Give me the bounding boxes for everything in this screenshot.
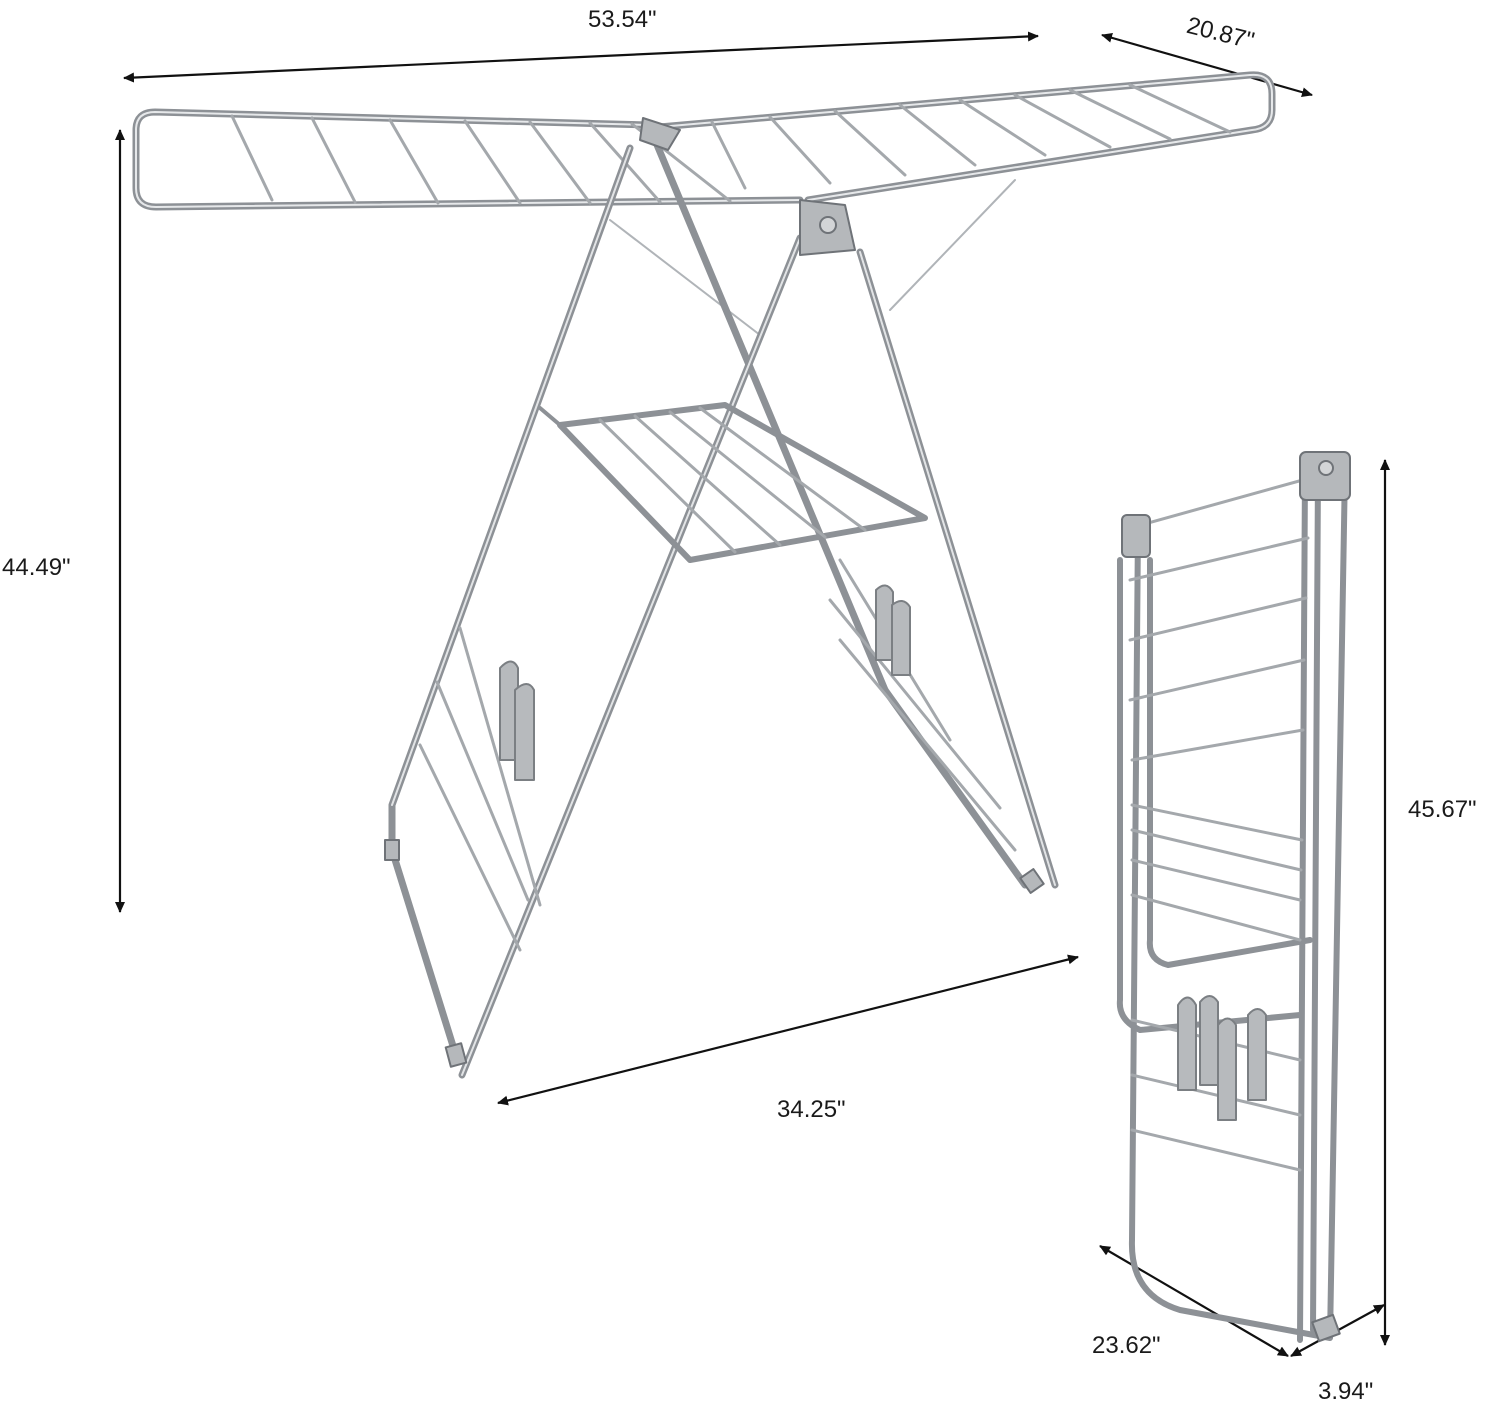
label-folded-width: 23.62" bbox=[1092, 1332, 1161, 1359]
folded-rack bbox=[1116, 451, 1351, 1343]
right-wing bbox=[609, 71, 1276, 336]
arrow-wing-depth bbox=[1101, 32, 1313, 98]
dimension-arrows bbox=[115, 31, 1390, 1357]
folded-clothespins bbox=[1177, 995, 1267, 1121]
hinge-joints bbox=[384, 117, 1045, 1068]
label-base-span: 34.25" bbox=[777, 1096, 846, 1123]
label-open-width: 53.54" bbox=[588, 6, 657, 33]
label-folded-thickness: 3.94" bbox=[1318, 1378, 1374, 1405]
clothespins-right bbox=[875, 584, 911, 676]
folded-joints bbox=[1121, 451, 1351, 1343]
lower-rails bbox=[418, 558, 1017, 952]
arrow-open-width bbox=[123, 31, 1039, 83]
middle-shelf bbox=[538, 402, 928, 563]
clothespins-left bbox=[499, 660, 535, 781]
frame-legs bbox=[388, 136, 1059, 1079]
label-folded-height: 45.67" bbox=[1408, 796, 1477, 823]
folded-rails bbox=[1128, 476, 1312, 1172]
arrow-base-span bbox=[497, 954, 1079, 1106]
folded-outer-frame bbox=[1116, 465, 1348, 1343]
label-open-height: 44.49" bbox=[2, 554, 71, 581]
open-rack bbox=[132, 71, 1276, 1079]
